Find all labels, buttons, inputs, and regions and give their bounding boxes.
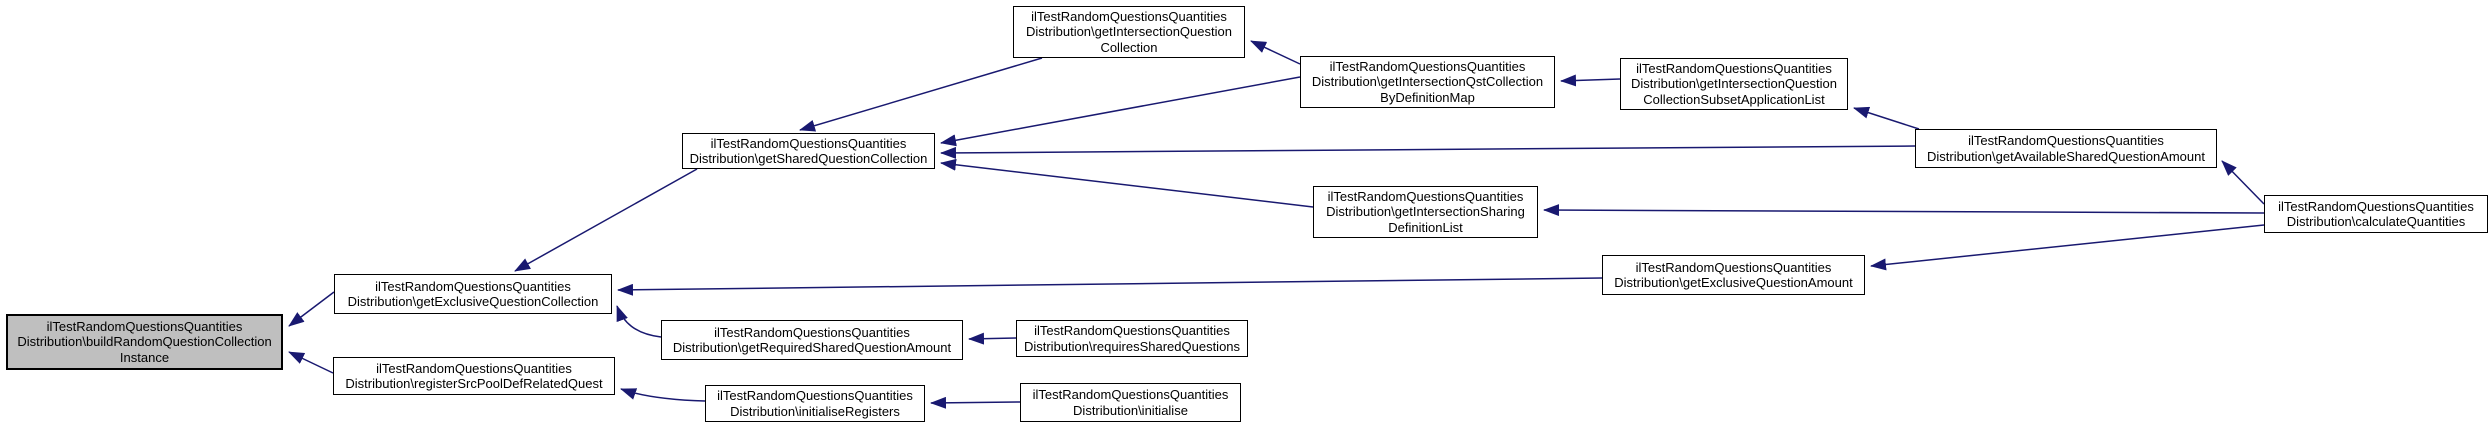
node-getIntersectionQstCollectionByDefinitionMap[interactable]: ilTestRandomQuestionsQuantities Distribu… xyxy=(1300,56,1555,108)
node-getSharedQuestionCollection[interactable]: ilTestRandomQuestionsQuantities Distribu… xyxy=(682,133,935,169)
edge-getAvailableSharedQuestionAmount-to-getSharedQuestionCollection xyxy=(940,145,1916,159)
edge-registerSrcPoolDefRelatedQuest-to-buildRandomQuestionCollectionInstance xyxy=(288,351,334,374)
node-initialise[interactable]: ilTestRandomQuestionsQuantities Distribu… xyxy=(1020,383,1241,422)
node-registerSrcPoolDefRelatedQuest[interactable]: ilTestRandomQuestionsQuantities Distribu… xyxy=(333,357,615,395)
edge-getIntersectionQuestionCollectionSubsetApplicationList-to-getIntersectionQstCollectionByDefinitionMap xyxy=(1560,74,1621,87)
edge-getSharedQuestionCollection-to-getExclusiveQuestionCollection xyxy=(514,168,698,272)
edge-getIntersectionQuestionCollection-to-getSharedQuestionCollection xyxy=(799,57,1043,132)
edge-getExclusiveQuestionAmount-to-getExclusiveQuestionCollection xyxy=(617,277,1603,296)
node-getExclusiveQuestionAmount[interactable]: ilTestRandomQuestionsQuantities Distribu… xyxy=(1602,255,1865,295)
edge-getIntersectionQstCollectionByDefinitionMap-to-getSharedQuestionCollection xyxy=(940,76,1301,147)
edge-getIntersectionSharingDefinitionList-to-getSharedQuestionCollection xyxy=(940,158,1314,208)
node-getIntersectionSharingDefinitionList[interactable]: ilTestRandomQuestionsQuantities Distribu… xyxy=(1313,186,1538,238)
node-buildRandomQuestionCollectionInstance: ilTestRandomQuestionsQuantities Distribu… xyxy=(6,314,283,370)
node-getIntersectionQuestionCollection[interactable]: ilTestRandomQuestionsQuantities Distribu… xyxy=(1013,6,1245,58)
edge-calculateQuantities-to-getIntersectionSharingDefinitionList xyxy=(1543,204,2265,217)
node-getIntersectionQuestionCollectionSubsetApplicationList[interactable]: ilTestRandomQuestionsQuantities Distribu… xyxy=(1620,58,1848,110)
node-initialiseRegisters[interactable]: ilTestRandomQuestionsQuantities Distribu… xyxy=(705,385,925,422)
edge-getExclusiveQuestionCollection-to-buildRandomQuestionCollectionInstance xyxy=(288,291,335,327)
edge-requiresSharedQuestions-to-getRequiredSharedQuestionAmount xyxy=(968,332,1017,345)
edge-calculateQuantities-to-getAvailableSharedQuestionAmount xyxy=(2221,160,2265,205)
node-calculateQuantities[interactable]: ilTestRandomQuestionsQuantities Distribu… xyxy=(2264,195,2488,233)
node-requiresSharedQuestions[interactable]: ilTestRandomQuestionsQuantities Distribu… xyxy=(1016,320,1248,357)
node-getAvailableSharedQuestionAmount[interactable]: ilTestRandomQuestionsQuantities Distribu… xyxy=(1915,129,2217,168)
node-getRequiredSharedQuestionAmount[interactable]: ilTestRandomQuestionsQuantities Distribu… xyxy=(661,320,963,360)
edge-initialiseRegisters-to-registerSrcPoolDefRelatedQuest xyxy=(620,388,706,402)
node-getExclusiveQuestionCollection[interactable]: ilTestRandomQuestionsQuantities Distribu… xyxy=(334,274,612,314)
edge-calculateQuantities-to-getExclusiveQuestionAmount xyxy=(1870,224,2265,271)
edge-getIntersectionQstCollectionByDefinitionMap-to-getIntersectionQuestionCollection xyxy=(1250,40,1301,65)
edge-getAvailableSharedQuestionAmount-to-getIntersectionQuestionCollectionSubsetApplicationList xyxy=(1853,106,1920,130)
edge-initialise-to-initialiseRegisters xyxy=(930,396,1021,409)
edge-getRequiredSharedQuestionAmount-to-getExclusiveQuestionCollection xyxy=(616,305,662,338)
